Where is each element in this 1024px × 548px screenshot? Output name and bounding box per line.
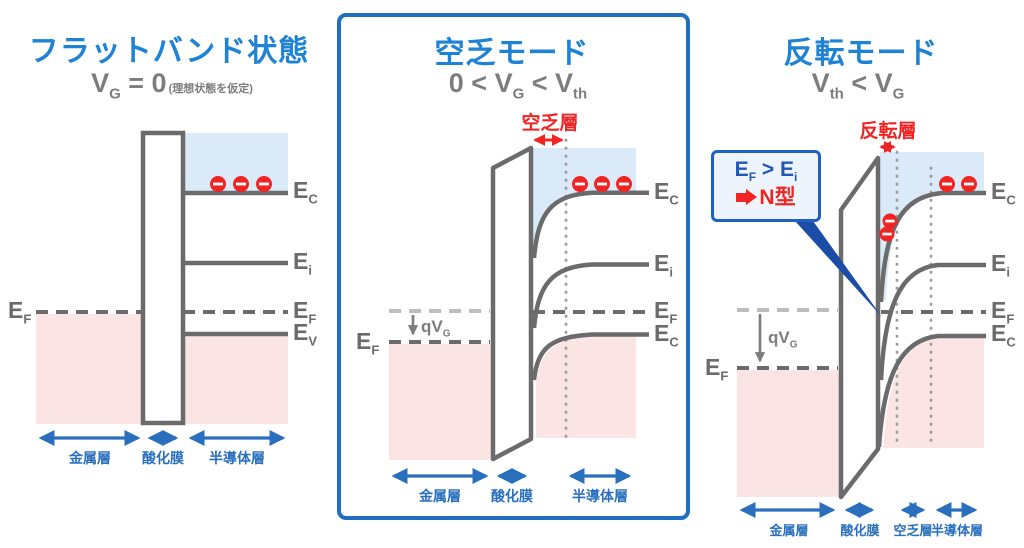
formula-v: V <box>91 68 110 98</box>
p3-metal-ef-label: EF <box>705 354 729 384</box>
p1-metal-fill <box>36 314 143 424</box>
p1-ec-label: EC <box>293 177 318 207</box>
p1-oxide-barrier <box>140 130 186 426</box>
electron-icon <box>961 176 977 192</box>
inversion-layer-label: 反転層 <box>859 121 917 142</box>
right-arrow-icon <box>736 189 758 206</box>
p3-semiconductor-layer-label: 半導体層 <box>930 523 984 538</box>
p3-metal-fill <box>737 370 840 497</box>
p2-ef-label: EF <box>654 297 678 327</box>
p3-ei-curve <box>878 262 986 381</box>
p2-ev-label: EC <box>654 320 679 350</box>
p3-depletion-layer-label: 空乏層 <box>893 523 933 538</box>
p3-valence-fill <box>881 338 984 448</box>
p2-oxide-barrier <box>490 145 534 462</box>
p3-ec-curve <box>878 190 986 303</box>
depletion-layer-label: 空乏層 <box>521 113 579 134</box>
p2-ec-label: EC <box>654 178 679 208</box>
p3-oxide-barrier <box>838 155 881 500</box>
p1-metal-layer-label: 金属層 <box>69 450 111 466</box>
electron-icon <box>572 176 588 192</box>
p1-ei-label: Ei <box>293 248 312 278</box>
formula-v-sub: G <box>109 85 121 103</box>
p2-semiconductor-layer-label: 半導体層 <box>572 488 628 504</box>
panel2-diagram <box>337 13 690 520</box>
electron-icon <box>882 213 898 229</box>
p2-ei-curve <box>531 262 649 329</box>
p2-metal-fill <box>389 344 493 460</box>
p3-ev-curve <box>876 333 986 448</box>
panel3-formula: Vth < VG <box>811 68 905 103</box>
electron-icon <box>594 176 610 192</box>
electron-icon <box>616 176 632 192</box>
p3-oxide-layer-label: 酸化膜 <box>840 523 880 538</box>
panel1-diagram <box>36 130 288 446</box>
p2-valence-fill <box>536 336 636 438</box>
electron-icon <box>879 226 895 242</box>
p3-conduction-fill <box>880 152 984 300</box>
p1-metal-ef-label: EF <box>8 297 32 327</box>
callout-pointer <box>795 221 882 317</box>
ntype-text: N型 <box>759 185 796 209</box>
p2-oxide-layer-label: 酸化膜 <box>491 488 533 504</box>
p1-oxide-layer-label: 酸化膜 <box>142 450 184 466</box>
panel1-title: フラットバンド状態 <box>28 35 310 68</box>
panel1-formula: VG = 0(理想状態を仮定) <box>91 68 253 102</box>
p2-metal-layer-label: 金属層 <box>419 488 461 504</box>
electron-icon <box>256 176 272 192</box>
electron-icon <box>939 176 955 192</box>
p3-ei-label: Ei <box>991 250 1010 280</box>
p1-semiconductor-layer-label: 半導体層 <box>209 450 265 466</box>
electron-icon <box>233 176 249 192</box>
panel2-border-box <box>337 13 690 520</box>
p1-valence-fill <box>183 335 288 424</box>
p2-ei-label: Ei <box>654 250 673 280</box>
p2-ev-curve <box>531 332 649 381</box>
panel3-diagram <box>737 141 986 518</box>
p3-qvg-label: qVG <box>768 328 798 351</box>
electron-icon <box>210 176 226 192</box>
p1-ev-label: EV <box>293 319 318 349</box>
callout-condition: EF > Ei <box>734 158 798 185</box>
p2-metal-ef-label: EF <box>356 328 380 358</box>
p3-ef-label: EF <box>991 297 1015 327</box>
panel3-title: 反転モード <box>783 37 939 70</box>
p3-ev-label: EC <box>991 320 1016 350</box>
p1-ef-label: EF <box>293 297 317 327</box>
p2-conduction-fill <box>533 148 636 258</box>
p2-ec-curve <box>531 190 649 259</box>
formula-note: (理想状態を仮定) <box>168 83 253 95</box>
panel2-title: 空乏モード <box>434 37 590 70</box>
p3-metal-layer-label: 金属層 <box>769 523 809 538</box>
formula-eq: = 0 <box>120 68 167 98</box>
panel2-formula: 0 < VG < Vth <box>448 68 588 103</box>
p3-ec-label: EC <box>991 178 1016 208</box>
callout-conclusion: N型 <box>714 185 818 210</box>
p2-qvg-label: qVG <box>421 317 451 340</box>
ntype-callout-box: EF > Ei N型 <box>711 150 821 222</box>
